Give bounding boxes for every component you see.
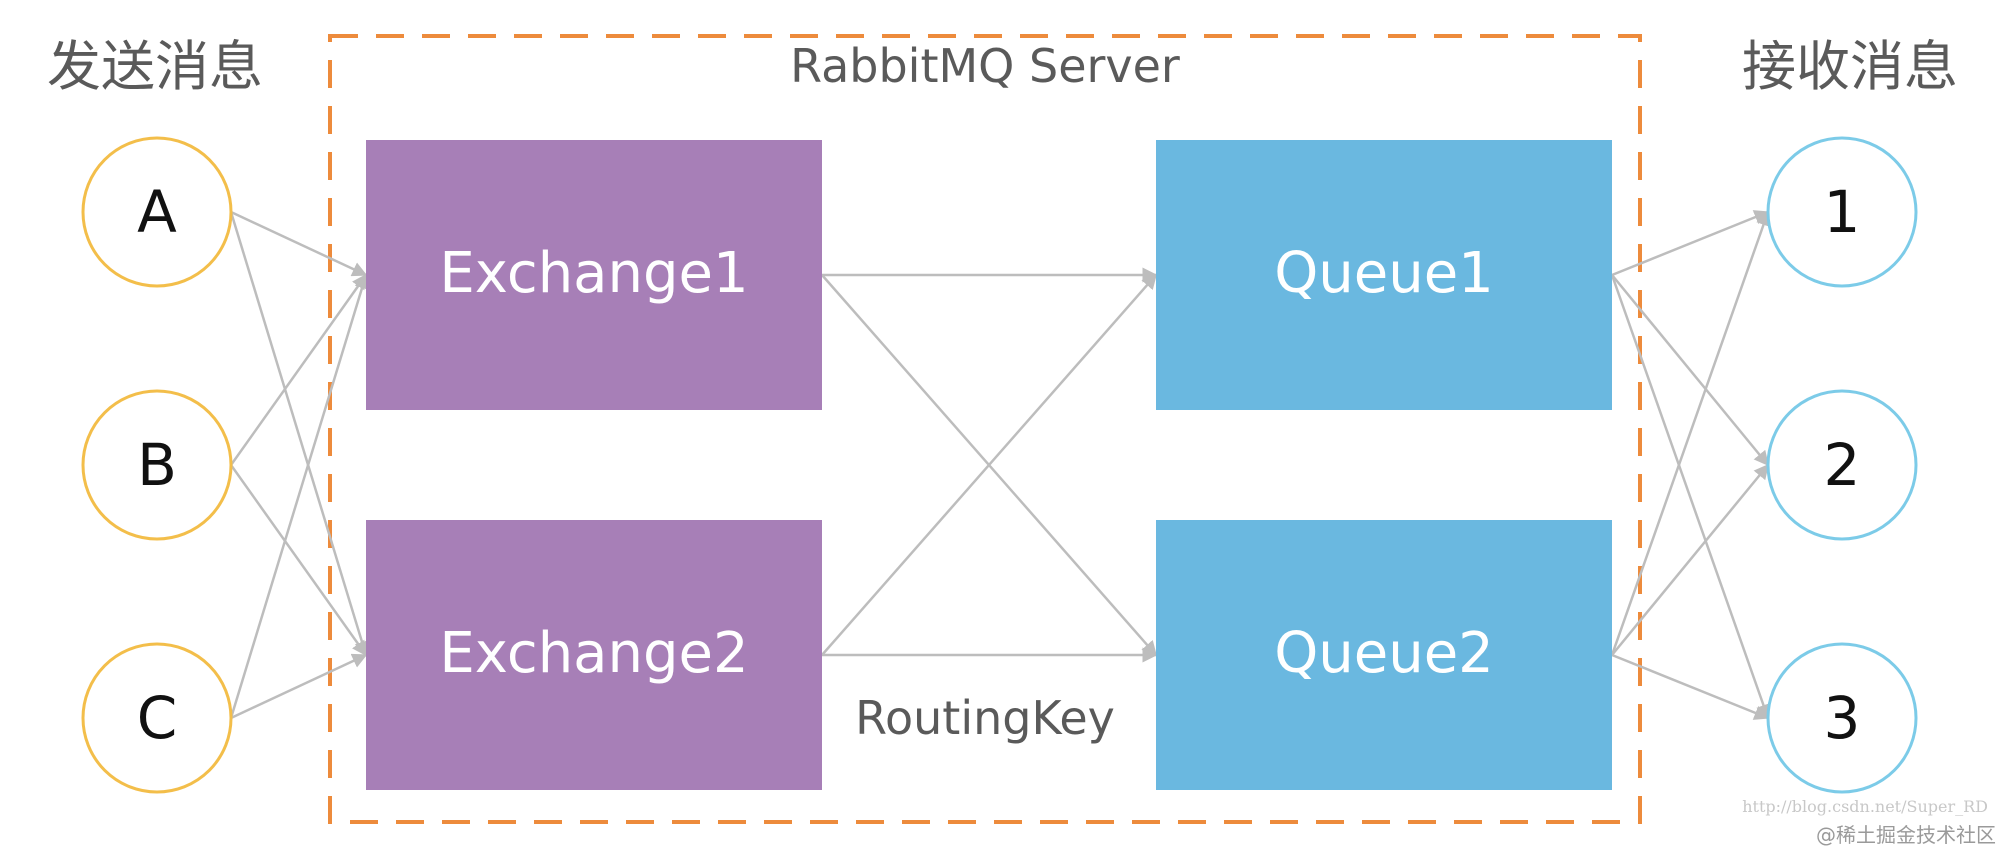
arrow-queue-2-to-consumer-2 [1611, 463, 1769, 656]
producer-label-b: B [137, 431, 177, 499]
exchange-label-2: Exchange2 [439, 621, 748, 686]
arrow-producer-1-to-exchange-2 [229, 211, 370, 657]
queue-box-2 [1156, 520, 1612, 790]
consumer-label-2: 2 [1824, 431, 1861, 499]
producer-node-c [81, 642, 233, 794]
producer-node-a [81, 136, 233, 288]
arrow-queue-1-to-consumer-2 [1611, 274, 1769, 467]
receive-heading: 接收消息 [1742, 35, 1958, 98]
arrow-producer-3-to-exchange-2 [230, 653, 368, 720]
producer-node-b [81, 389, 233, 541]
arrow-producer-2-to-exchange-1 [229, 273, 368, 466]
exchange-label-1: Exchange1 [439, 241, 748, 306]
watermark-url: http://blog.csdn.net/Super_RD [1742, 797, 1988, 816]
server-boundary [328, 34, 1642, 824]
arrow-queue-2-to-consumer-3 [1611, 653, 1770, 720]
routing-key-label: RoutingKey [855, 691, 1115, 745]
arrow-producer-1-to-exchange-1 [230, 210, 368, 277]
queue-box-1 [1156, 140, 1612, 410]
watermark-site: @稀土掘金技术社区 [1816, 823, 1996, 847]
consumer-label-3: 3 [1824, 684, 1861, 752]
arrow-exchange-2-to-queue-1 [821, 273, 1157, 656]
consumer-label-1: 1 [1824, 178, 1861, 246]
consumer-node-2 [1766, 389, 1918, 541]
producer-label-c: C [137, 684, 178, 752]
arrow-queue-1-to-consumer-3 [1610, 274, 1771, 720]
consumer-node-3 [1766, 642, 1918, 794]
arrow-producer-3-to-exchange-1 [229, 273, 370, 719]
queue-label-1: Queue1 [1274, 241, 1494, 306]
queue-label-2: Queue2 [1274, 621, 1494, 686]
exchange-box-2 [366, 520, 822, 790]
arrow-queue-1-to-consumer-1 [1611, 210, 1770, 277]
arrow-queue-2-to-consumer-1 [1610, 210, 1771, 656]
server-title: RabbitMQ Server [790, 39, 1180, 93]
exchange-box-1 [366, 140, 822, 410]
send-heading: 发送消息 [47, 35, 263, 98]
arrow-producer-2-to-exchange-2 [229, 464, 368, 657]
connection-lines [229, 210, 1771, 720]
producer-label-a: A [137, 178, 177, 246]
consumer-node-1 [1766, 136, 1918, 288]
